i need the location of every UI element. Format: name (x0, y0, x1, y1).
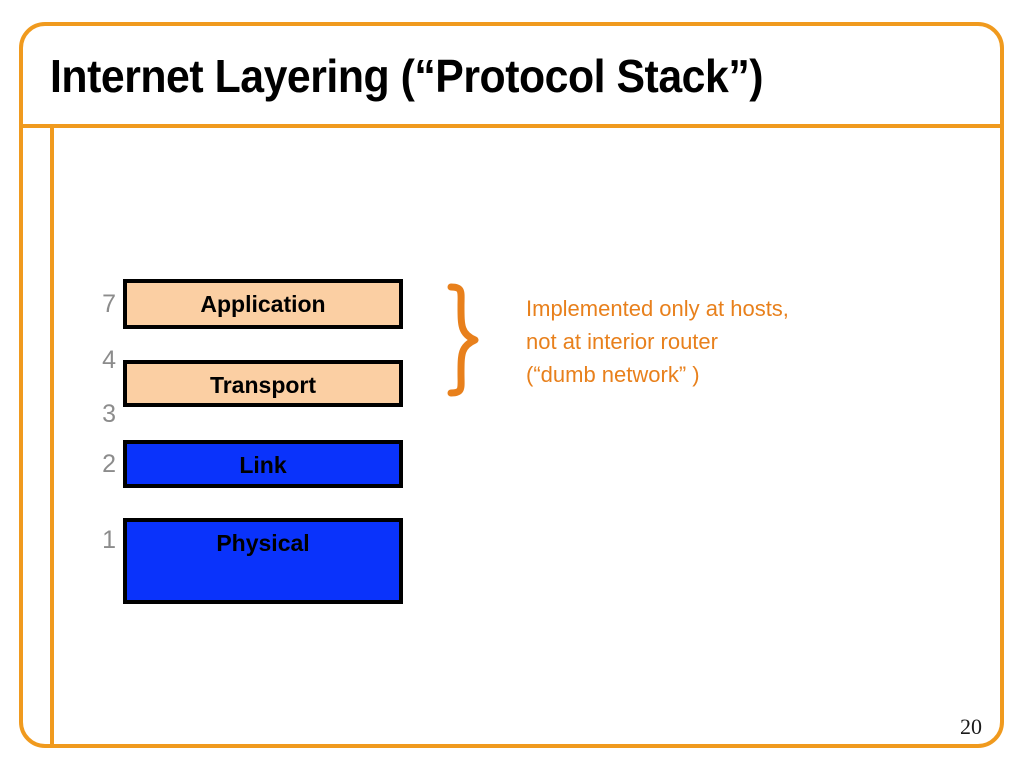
page-number: 20 (960, 714, 982, 739)
right-curly-brace-icon (447, 283, 479, 397)
annotation-line-1: Implemented only at hosts, (526, 296, 789, 321)
layer-number-3: 3 (102, 400, 116, 428)
title-divider-rule (21, 124, 1003, 128)
annotation-text: Implemented only at hosts, not at interi… (526, 292, 946, 391)
layer-box-application[interactable]: Application (123, 279, 403, 329)
layer-number-4: 4 (102, 346, 116, 374)
layer-label-transport: Transport (209, 372, 317, 398)
layer-number-7: 7 (102, 290, 116, 318)
layer-label-application: Application (200, 291, 326, 317)
annotation-line-2: not at interior router (526, 329, 718, 354)
layer-box-link[interactable]: Link (123, 440, 403, 488)
layer-number-2: 2 (102, 450, 116, 478)
layer-number-1: 1 (102, 526, 116, 554)
layer-label-link: Link (239, 452, 287, 478)
layer-label-physical: Physical (216, 530, 310, 556)
left-accent-vertical-rule (50, 126, 54, 746)
page-title: Internet Layering (“Protocol Stack”) (50, 50, 764, 102)
annotation-line-3: (“dumb network” ) (526, 362, 700, 387)
layer-box-physical[interactable]: Physical (123, 518, 403, 604)
layer-box-transport[interactable]: Transport (123, 360, 403, 407)
